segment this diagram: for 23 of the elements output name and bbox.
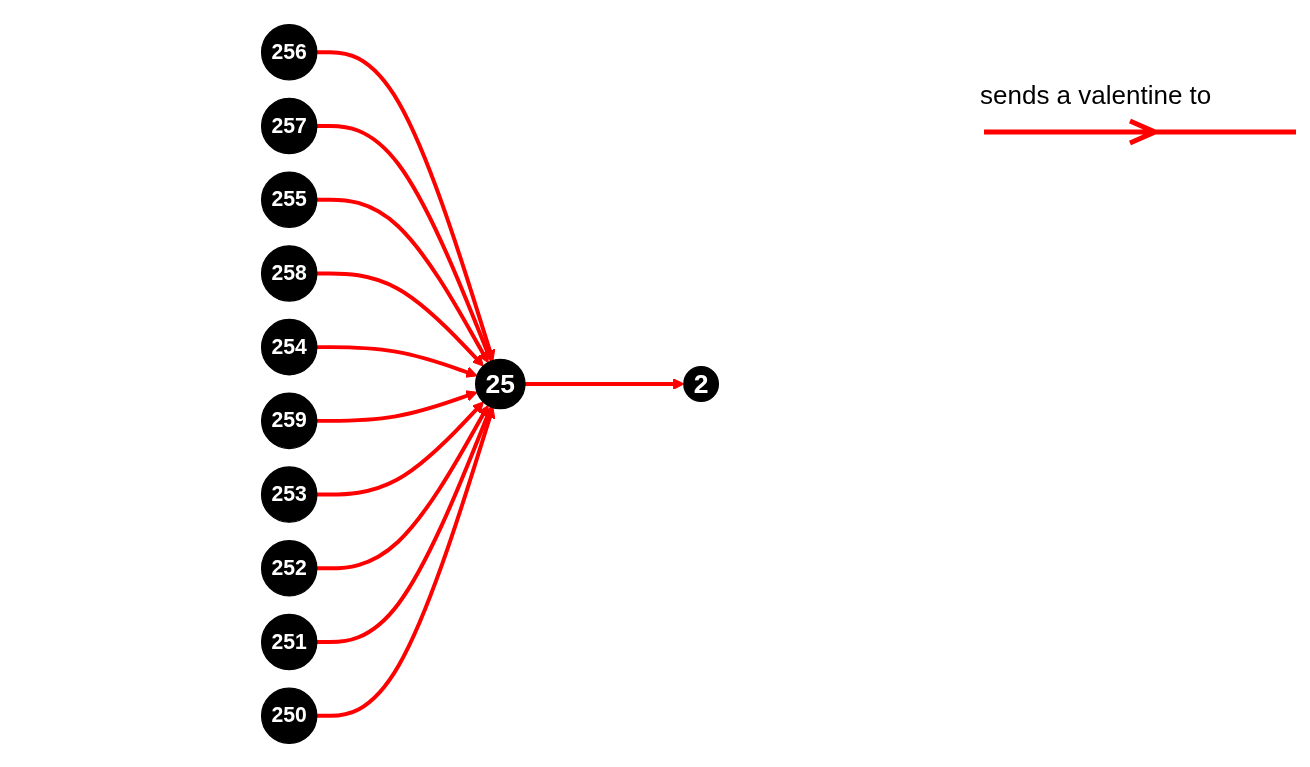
arrow	[316, 344, 478, 378]
node-circle: 250	[260, 687, 318, 744]
arrow	[316, 123, 493, 362]
node-circle: 259	[260, 392, 318, 449]
node-circle: 257	[260, 97, 318, 154]
arrow	[316, 270, 484, 367]
node-circle: 252	[260, 539, 318, 597]
node-circle: 254	[260, 318, 318, 375]
arrow	[316, 404, 489, 570]
node-circle: 256	[260, 23, 318, 80]
arrow	[316, 197, 489, 363]
node-circle: 253	[260, 465, 318, 523]
node-circle: 255	[260, 170, 318, 228]
arrow	[316, 405, 493, 644]
arrow	[316, 389, 478, 423]
node-circle: 258	[260, 244, 318, 302]
legend-text: sends a valentine to	[980, 80, 1212, 111]
node-circle: 25	[475, 358, 526, 409]
node-circle: 2	[683, 365, 720, 402]
arrow	[316, 49, 496, 361]
arrow	[316, 406, 496, 718]
arrow	[316, 400, 484, 497]
node-circle: 251	[260, 613, 318, 670]
